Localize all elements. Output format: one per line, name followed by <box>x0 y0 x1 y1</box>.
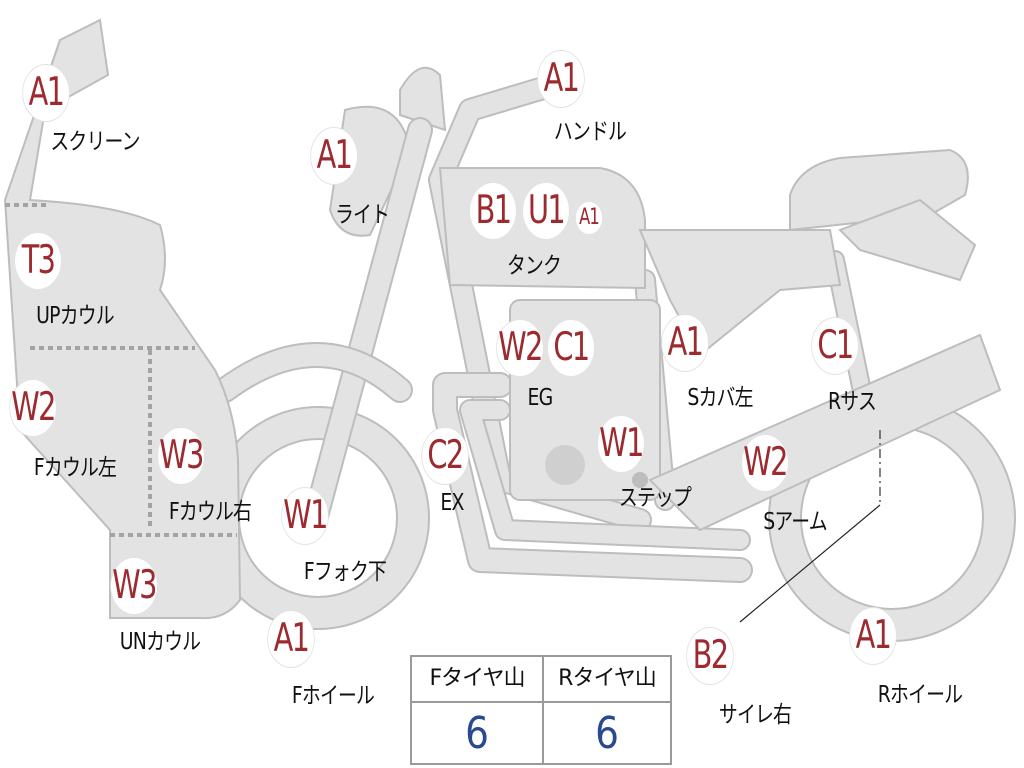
part-label: Sカバ左 <box>687 385 753 411</box>
part-code-badge: C1 <box>547 319 595 377</box>
part-label: ステップ <box>618 485 692 511</box>
part-code-badge: U1 <box>522 182 570 240</box>
part-code-badge: W1 <box>597 415 645 473</box>
part-label: Fカウル左 <box>33 455 117 481</box>
swing-arm-shape <box>648 333 1002 532</box>
part-label: サイレ右 <box>718 702 792 728</box>
part-label: Fカウル右 <box>168 499 252 525</box>
part-label: Fホイール <box>291 683 375 709</box>
part-label: Rサス <box>828 389 877 415</box>
part-code-badge: W2 <box>9 379 57 437</box>
part-code-badge: C2 <box>421 427 469 485</box>
part-label: Fフォク下 <box>303 559 387 585</box>
front-tire-value: 6 <box>465 708 489 759</box>
rear-tire-header: Rタイヤ山 <box>542 657 672 703</box>
part-label: スクリーン <box>50 129 140 155</box>
part-label: EX <box>440 490 464 516</box>
part-label: UPカウル <box>36 303 114 329</box>
part-code-badge: T3 <box>14 232 62 290</box>
part-code-badge: C1 <box>811 317 859 375</box>
part-code-badge: A1 <box>267 610 315 668</box>
part-label: ハンドル <box>553 119 627 145</box>
part-code-badge: W3 <box>157 427 205 485</box>
part-code-badge: W3 <box>110 557 158 615</box>
part-code-badge: W2 <box>741 434 789 492</box>
exhaust-shape <box>432 372 753 583</box>
part-code-badge: W2 <box>496 319 544 377</box>
part-label: UNカウル <box>119 629 201 655</box>
part-code-badge: A1 <box>849 607 897 665</box>
part-label: タンク <box>506 253 562 279</box>
part-code-badge: A1 <box>575 201 603 235</box>
rear-tire-column: Rタイヤ山 6 <box>542 657 672 763</box>
part-label: Rホイール <box>877 682 963 708</box>
front-fork-shape <box>302 117 433 533</box>
part-label: Sアーム <box>763 509 827 535</box>
rear-tire-value: 6 <box>595 708 619 759</box>
front-tire-column: Fタイヤ山 6 <box>412 657 544 763</box>
part-label: ライト <box>334 202 390 228</box>
tire-tread-table: Fタイヤ山 6 Rタイヤ山 6 <box>410 655 672 765</box>
part-code-badge: B1 <box>469 182 517 240</box>
part-code-badge: A1 <box>22 64 70 122</box>
front-tire-header: Fタイヤ山 <box>412 657 542 703</box>
part-label: EG <box>527 385 554 411</box>
part-code-badge: A1 <box>310 127 358 185</box>
part-code-badge: B2 <box>686 627 734 685</box>
part-code-badge: A1 <box>537 50 585 108</box>
part-code-badge: A1 <box>661 314 709 372</box>
part-code-badge: W1 <box>281 487 329 545</box>
handlebar-shape <box>399 66 447 132</box>
